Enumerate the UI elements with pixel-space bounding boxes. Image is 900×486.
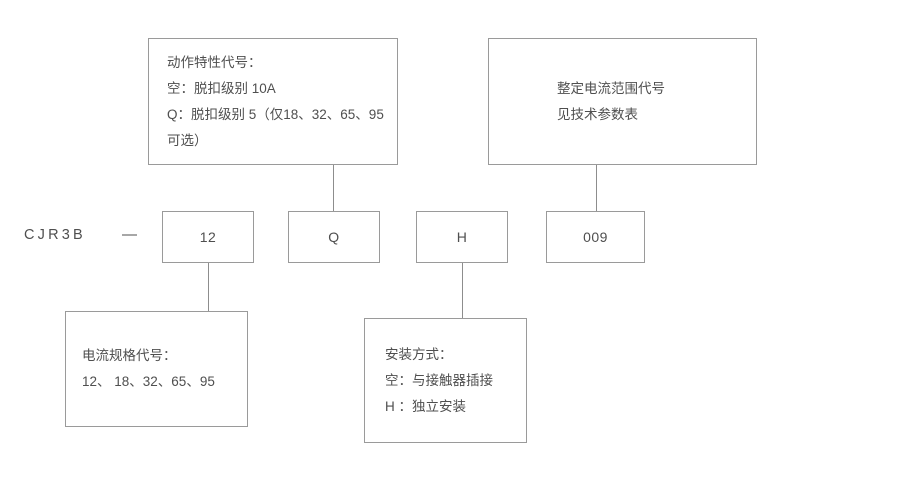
connector-current-size bbox=[208, 263, 209, 311]
model-dash-separator: — bbox=[122, 226, 137, 243]
callout-current-range-line-2: 见技术参数表 bbox=[557, 106, 638, 122]
callout-mounting-line-3: H ：独立安装 bbox=[385, 398, 466, 414]
callout-mounting-line-1: 安装方式： bbox=[385, 346, 453, 362]
callout-trip-class-line-3: Q：脱扣级别 5（仅18、32、65、95 bbox=[167, 106, 384, 122]
code-value-mounting: H bbox=[456, 229, 468, 245]
callout-mounting: 安装方式： 空：与接触器插接 H ：独立安装 bbox=[364, 318, 527, 443]
connector-mounting bbox=[462, 263, 463, 318]
code-box-mounting: H bbox=[416, 211, 508, 263]
callout-current-size-line-1: 电流规格代号： bbox=[82, 348, 177, 363]
callout-trip-class-line-1: 动作特性代号： bbox=[167, 54, 262, 70]
connector-trip-class bbox=[333, 165, 334, 211]
callout-current-size-line-2: 12、 18、32、65、95 bbox=[82, 374, 215, 389]
code-box-trip-class: Q bbox=[288, 211, 380, 263]
code-value-current-range: 009 bbox=[583, 229, 608, 245]
model-prefix-label: CJR3B bbox=[24, 227, 86, 243]
callout-current-range: 整定电流范围代号 见技术参数表 bbox=[488, 38, 757, 165]
callout-current-size: 电流规格代号： 12、 18、32、65、95 bbox=[65, 311, 248, 427]
connector-current-range bbox=[596, 165, 597, 211]
callout-trip-class: 动作特性代号： 空：脱扣级别 10A Q：脱扣级别 5（仅18、32、65、95… bbox=[148, 38, 398, 165]
code-box-current-size: 12 bbox=[162, 211, 254, 263]
callout-mounting-line-2: 空：与接触器插接 bbox=[385, 372, 493, 388]
code-box-current-range: 009 bbox=[546, 211, 645, 263]
callout-trip-class-line-4: 可选） bbox=[167, 132, 208, 148]
callout-trip-class-line-2: 空：脱扣级别 10A bbox=[167, 80, 276, 96]
code-value-current-size: 12 bbox=[199, 229, 217, 245]
code-value-trip-class: Q bbox=[328, 229, 340, 245]
callout-current-range-line-1: 整定电流范围代号 bbox=[557, 80, 665, 96]
